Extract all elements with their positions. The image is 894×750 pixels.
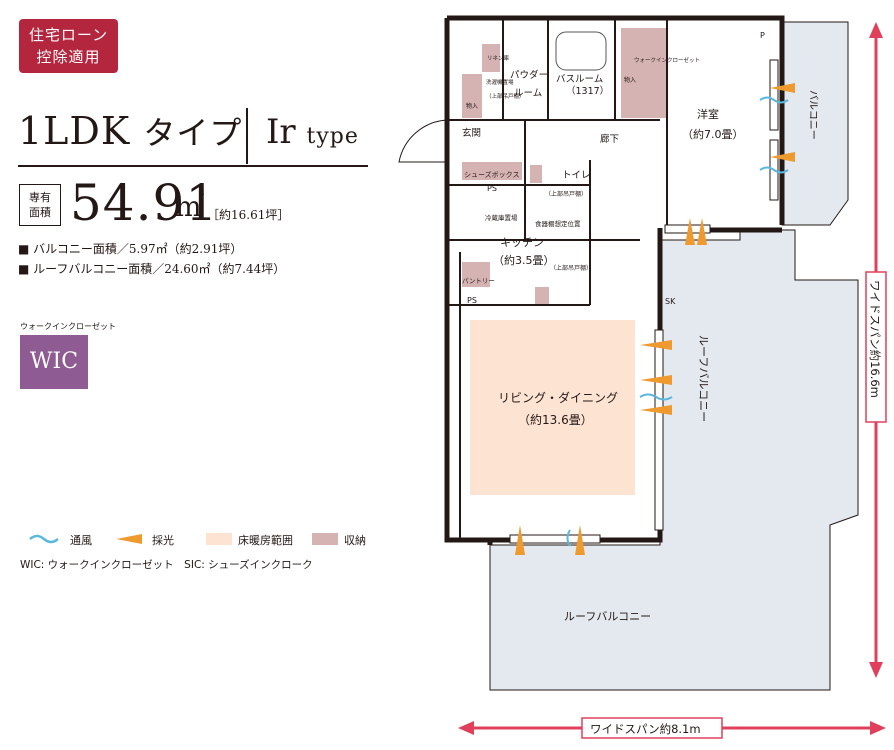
legend-symbols xyxy=(29,533,338,545)
plan-type-kana: タイプ xyxy=(143,114,243,152)
tax-deduction-badge: 住宅ローン 控除適用 xyxy=(19,19,118,73)
legend-storage: 収納 xyxy=(344,534,366,547)
area-label-1: 専有 xyxy=(29,191,51,204)
label-powder-room-1: パウダー xyxy=(510,69,548,81)
plan-code: Ir xyxy=(266,112,296,152)
label-sk: SK xyxy=(665,297,676,306)
wic-caption: ウォークインクローゼット xyxy=(20,322,116,331)
shoe-box-storage xyxy=(462,162,522,180)
storage-legend-swatch xyxy=(312,533,338,545)
wic-badge: WIC xyxy=(20,335,88,389)
title-rule xyxy=(18,165,368,167)
label-roof-balcony-side: ルーフバルコニー xyxy=(697,335,710,422)
label-fridge-space: 冷蔵庫置場 xyxy=(485,213,518,222)
label-wic: ウォークインクローゼット xyxy=(634,56,700,64)
label-storage-right: 物入 xyxy=(466,102,478,110)
entrance-door-swing xyxy=(398,119,448,163)
label-powder-room-2: ルーム xyxy=(514,88,542,99)
label-bathroom-1: バスルーム xyxy=(556,74,603,85)
label-western-room-1: 洋室 xyxy=(697,107,719,121)
label-ps-1: PS xyxy=(467,296,477,305)
depth-dimension: ワイドスパン約16.6m xyxy=(865,22,887,678)
area-value: 54.91 xyxy=(70,174,219,232)
label-pantry: パントリー xyxy=(462,277,495,285)
roof-balcony-area: ■ ルーフバルコニー面積／24.60㎡（約7.44坪） xyxy=(18,262,286,276)
wic-storage xyxy=(621,28,667,118)
area-unit-sup: 2 xyxy=(199,188,205,198)
label-kitchen-1: キッチン xyxy=(500,236,544,249)
label-living-2: （約13.6畳） xyxy=(518,412,593,427)
plan-type-title: 1LDK タイプ xyxy=(18,108,242,154)
label-roof-balcony-bottom: ルーフバルコニー xyxy=(564,610,651,623)
label-living-1: リビング・ダイニング xyxy=(498,390,618,405)
label-shoe-box: シューズボックス xyxy=(464,170,519,179)
floor-heating-legend-swatch xyxy=(206,533,232,545)
width-dimension: ワイドスパン約8.1m xyxy=(458,717,886,739)
area-unit: m xyxy=(175,190,202,223)
title-divider xyxy=(246,108,248,164)
legend-daylight: 採光 xyxy=(152,534,174,547)
label-western-room-2: （約7.0畳） xyxy=(682,127,744,141)
plan-code-suffix: type xyxy=(306,124,359,149)
label-hallway: 廊下 xyxy=(600,133,619,145)
label-kitchen-2: （約3.5畳） xyxy=(493,253,555,267)
floor-heating-zone xyxy=(470,320,635,495)
width-dimension-label: ワイドスパン約8.1m xyxy=(590,722,701,736)
legend-ventilation: 通風 xyxy=(70,534,92,547)
badge-line-1: 住宅ローン xyxy=(28,26,109,44)
kitchen-storage xyxy=(535,287,549,305)
legend-abbreviations: WIC: ウォークインクローゼット SIC: シューズインクローク xyxy=(20,559,313,571)
label-dishwasher: 食器棚想定位置 xyxy=(535,219,581,228)
legend-floor-heating: 床暖房範囲 xyxy=(238,534,293,547)
label-balcony: バルコニー xyxy=(807,90,819,140)
ventilation-legend-icon xyxy=(29,534,59,544)
plan-type-code: Ir type xyxy=(266,112,359,152)
depth-dimension-label: ワイドスパン約16.6m xyxy=(868,280,882,398)
label-bathroom-2: （1317） xyxy=(566,85,609,97)
linen-storage xyxy=(462,74,482,118)
label-kitchen-upper-cabinet: （上部吊戸棚） xyxy=(550,264,592,272)
area-tsubo: ［約16.61坪］ xyxy=(207,208,290,222)
label-storage: 物入 xyxy=(624,76,636,84)
area-label-box: 専有 面積 xyxy=(19,184,61,226)
interior-walls xyxy=(447,18,668,540)
pantry-storage xyxy=(462,262,490,287)
bathtub-icon xyxy=(555,31,607,71)
label-entrance: 玄関 xyxy=(462,127,481,139)
balcony-area: ■ バルコニー面積／5.97㎡（約2.91坪） xyxy=(18,242,243,256)
label-upper-shelf: （上部吊戸棚） xyxy=(486,92,525,100)
label-toilet: トイレ xyxy=(562,170,591,181)
label-ps-2: PS xyxy=(487,184,497,193)
label-laundry: 洗濯機置場 xyxy=(486,78,514,86)
label-linen: リネン庫 xyxy=(487,54,510,62)
plan-type-main: 1LDK xyxy=(18,109,131,153)
daylight-legend-icon xyxy=(116,534,142,544)
area-label-2: 面積 xyxy=(29,206,51,219)
upper-storage xyxy=(482,44,500,72)
airflow-markers xyxy=(515,83,795,555)
toilet-storage xyxy=(530,165,542,183)
badge-line-2: 控除適用 xyxy=(36,48,101,66)
room-labels: パウダー ルーム バスルーム （1317） 洋室 （約7.0畳） 玄関 廊下 シ… xyxy=(462,31,765,623)
label-p-mark: P xyxy=(760,31,765,40)
label-toilet-upper-cabinet: （上部吊戸棚） xyxy=(545,190,587,198)
